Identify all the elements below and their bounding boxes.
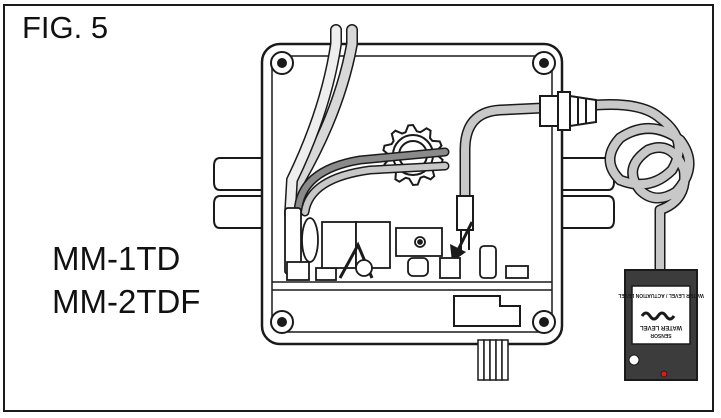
sensor-cable [459, 99, 695, 276]
sensor-connector [456, 195, 474, 250]
internal-wires [293, 147, 450, 217]
sensor-indicator-led [660, 370, 668, 378]
power-cord [284, 24, 358, 221]
circuit-board [284, 207, 529, 281]
sensor-caption: WATER LEVEL / ACTUATION LEVEL [618, 292, 704, 298]
sensor-mount-hole [628, 354, 640, 366]
sensor-subtitle: SENSOR [650, 332, 672, 338]
bottom-cable [477, 339, 509, 381]
left-mounting-bracket [213, 157, 263, 229]
water-level-sensor: WATER LEVEL / ACTUATION LEVEL WATER LEVE… [618, 269, 704, 381]
bottom-terminal [453, 295, 521, 327]
model-label-2: MM-2TDF [52, 283, 201, 320]
figure-label: FIG. 5 [22, 10, 109, 45]
figure-frame [3, 4, 714, 412]
water-wave-icon [640, 311, 676, 321]
corner-screws [270, 51, 556, 334]
cable-gland [539, 91, 597, 131]
sensor-title: WATER LEVEL [640, 324, 683, 330]
model-label-1: MM-1TD [52, 240, 181, 277]
right-mounting-bracket [559, 157, 615, 229]
